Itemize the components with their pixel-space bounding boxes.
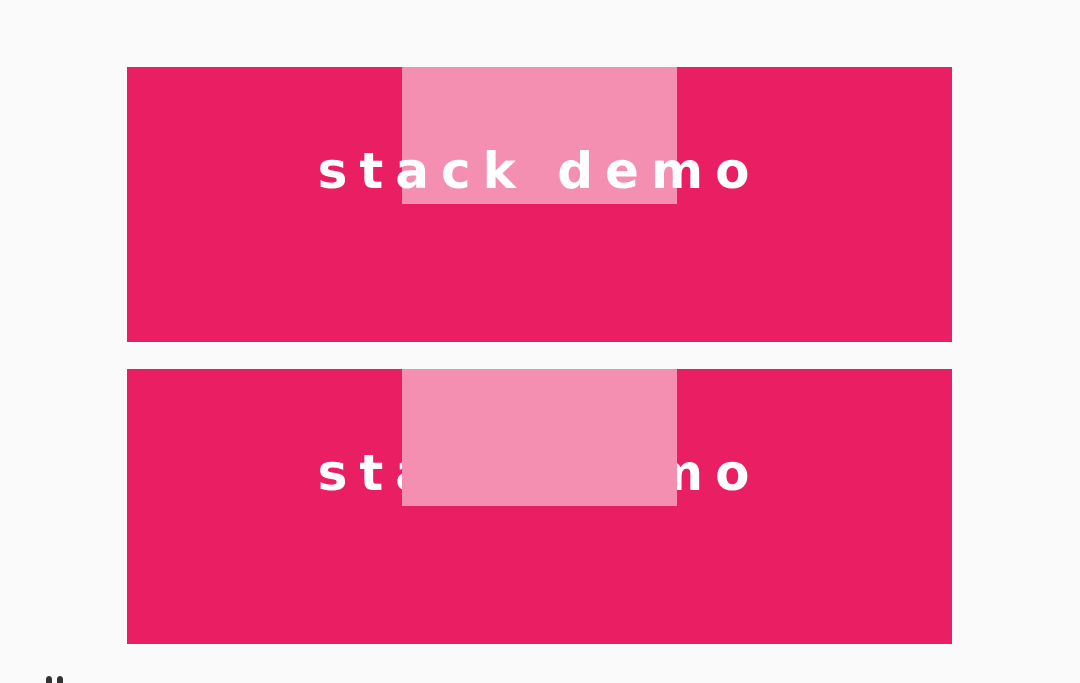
stack-demo-1: stack demo	[127, 67, 952, 342]
partial-glyph-icon	[46, 676, 74, 683]
stack-demo-2: stack demo	[127, 369, 952, 644]
stack-title: stack demo	[317, 142, 762, 200]
overlay-box	[402, 369, 677, 506]
overlay-box	[402, 67, 677, 204]
